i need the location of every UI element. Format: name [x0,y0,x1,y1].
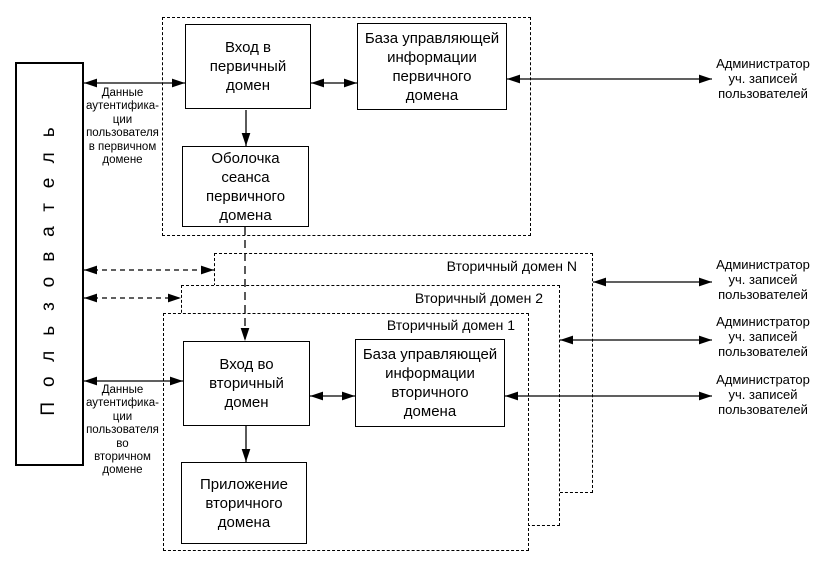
auth-data-primary-note: Данные аутентифика- ции пользователя в п… [86,87,159,167]
secondary-mib-box: База управляющей информации вторичного д… [355,339,505,427]
admin-label-4: Администратор уч. записей пользователей [716,372,810,417]
user-box-label: Пользователь [38,112,59,416]
admin-label-3: Администратор уч. записей пользователей [716,314,810,359]
primary-login-box: Вход в первичный домен [185,24,311,109]
primary-session-shell-box: Оболочка сеанса первичного домена [182,146,309,227]
secondary-domain-n-label: Вторичный домен N [446,258,577,274]
secondary-domain-1-label: Вторичный домен 1 [386,317,515,333]
admin-label-1: Администратор уч. записей пользователей [716,56,810,101]
secondary-login-box: Вход во вторичный домен [183,341,310,426]
admin-label-2: Администратор уч. записей пользователей [716,257,810,302]
secondary-app-box: Приложение вторичного домена [181,462,307,544]
primary-mib-box: База управляющей информации первичного д… [357,23,507,110]
user-box: Пользователь [15,62,84,466]
secondary-domain-2-label: Вторичный домен 2 [414,290,543,306]
auth-data-secondary-note: Данные аутентифика- ции пользователя во … [86,384,159,477]
